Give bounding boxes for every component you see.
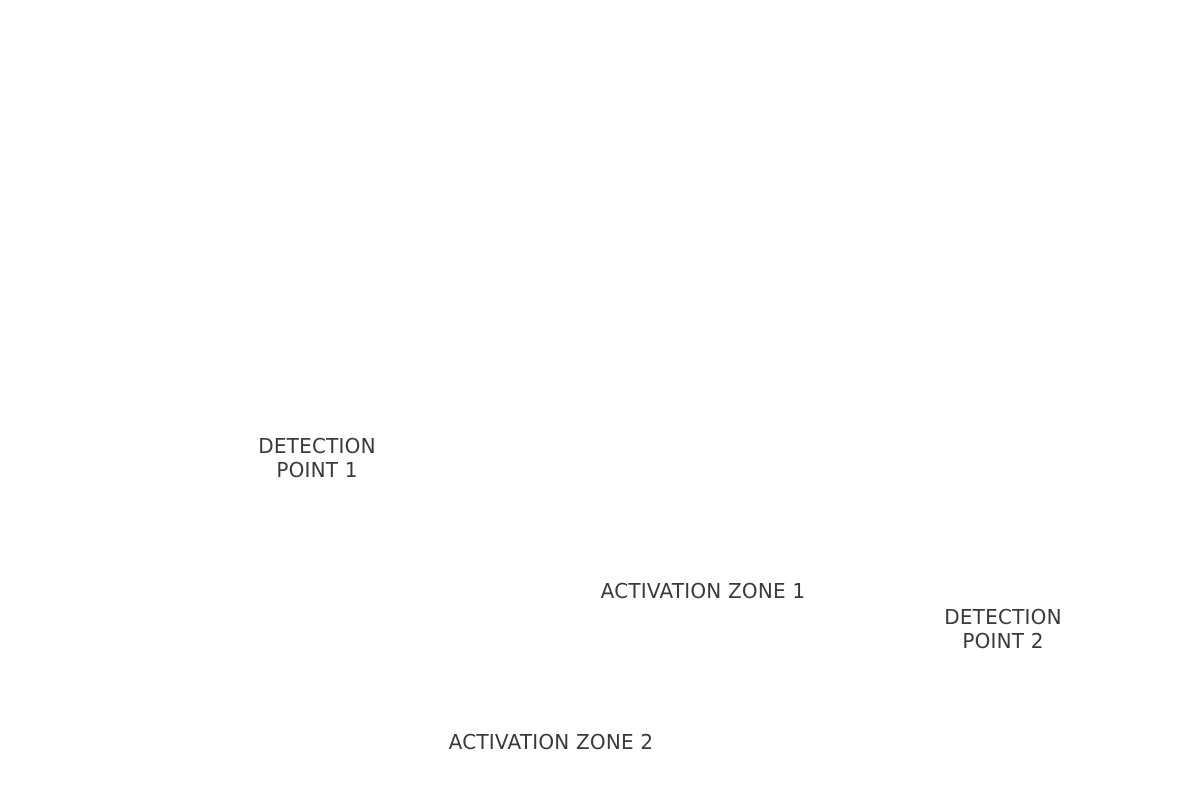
detection-point-2-line-2: POINT 2 [962,629,1044,653]
detection-point-1-line-2: POINT 1 [276,458,358,482]
detection-point-1-line-1: DETECTION [258,434,376,458]
detection-point-2-label: DETECTION POINT 2 [926,605,1080,653]
activation-zone-2-label: ACTIVATION ZONE 2 [448,730,654,754]
activation-zone-1-label: ACTIVATION ZONE 1 [600,579,806,603]
detection-point-1-label: DETECTION POINT 1 [240,434,394,482]
detection-point-2-line-1: DETECTION [944,605,1062,629]
